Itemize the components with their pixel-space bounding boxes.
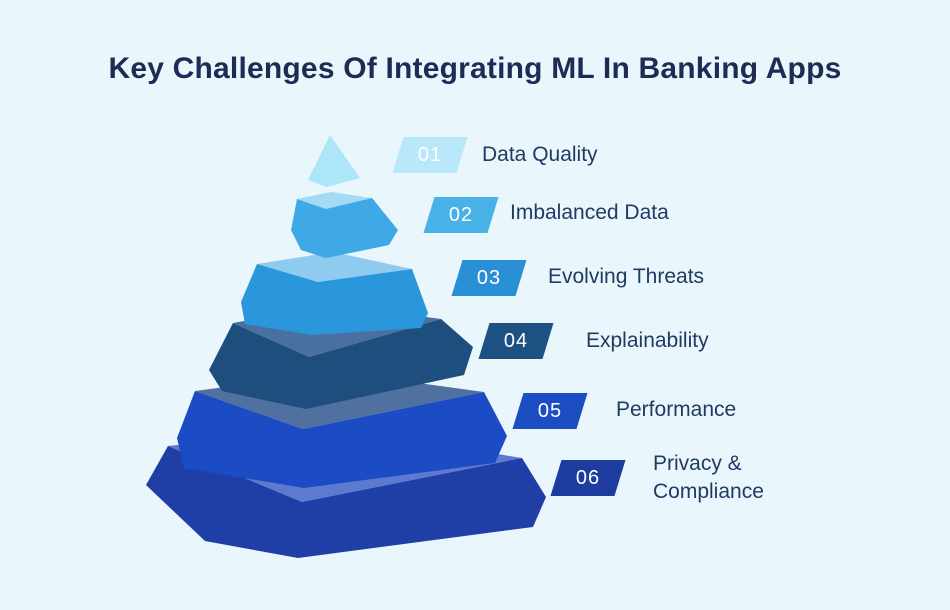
step-badge-02: 02 [423, 197, 499, 233]
step-label-performance: Performance [616, 398, 737, 421]
step-label-data-quality: Data Quality [482, 143, 598, 166]
step-number: 04 [503, 329, 529, 352]
step-badge-05: 05 [512, 393, 588, 429]
pyramid-layer-3-front-face [241, 264, 428, 335]
pyramid-layer-2-top-face [297, 192, 372, 209]
step-label-imbalanced-data: Imbalanced Data [510, 201, 669, 224]
step-number: 01 [417, 143, 443, 166]
step-badge-06: 06 [550, 460, 626, 496]
step-label-explainability: Explainability [586, 329, 709, 352]
page-title: Key Challenges Of Integrating ML In Bank… [108, 52, 842, 85]
step-badge-01: 01 [392, 137, 468, 173]
step-number: 06 [575, 466, 601, 489]
step-number: 05 [537, 399, 563, 422]
pyramid-layer-1-apex [308, 135, 360, 187]
step-number: 02 [448, 203, 474, 226]
pyramid-layer-3-top-face [257, 252, 412, 282]
step-badge-03: 03 [451, 260, 527, 296]
step-badge-04: 04 [478, 323, 554, 359]
step-number: 03 [476, 266, 502, 289]
pyramid-layer-5-front-face [177, 391, 507, 488]
step-label-evolving-threats: Evolving Threats [548, 265, 705, 288]
pyramid-layer-2-front-face [291, 198, 398, 258]
pyramid-layer-6-front-face [146, 446, 546, 558]
step-label-privacy-compliance: Privacy & Compliance [653, 452, 764, 503]
pyramid-layer-4-front-face [209, 319, 473, 409]
